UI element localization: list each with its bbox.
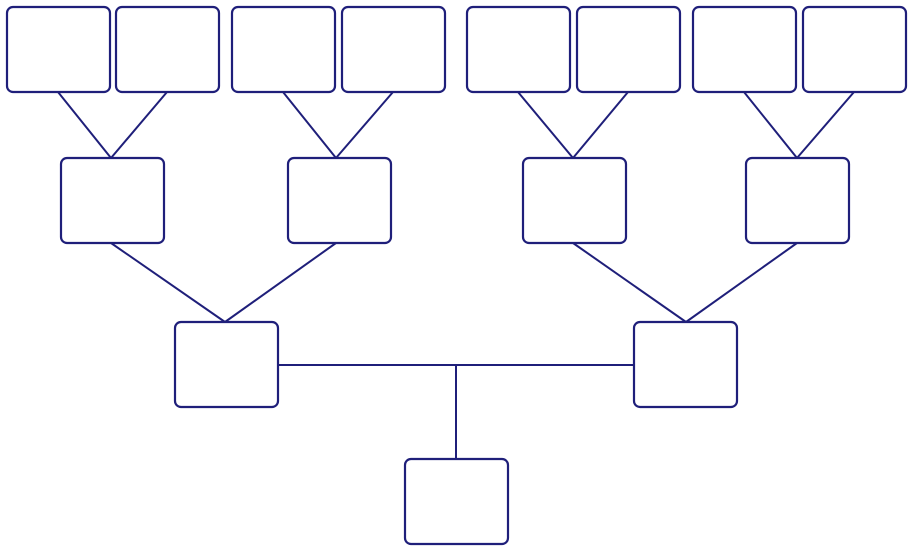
connector-line <box>743 91 798 159</box>
connector-line <box>110 91 168 159</box>
great-grandparent-box[interactable] <box>230 5 337 94</box>
great-grandparent-box[interactable] <box>801 5 908 94</box>
grandparent-box[interactable] <box>521 156 628 245</box>
connector-line <box>224 242 337 323</box>
great-grandparent-box[interactable] <box>691 5 798 94</box>
child-box[interactable] <box>403 457 510 546</box>
great-grandparent-box[interactable] <box>5 5 112 94</box>
connector-line <box>517 91 574 159</box>
generation-3-boxes <box>59 156 851 245</box>
connectors-generation-2 <box>276 364 635 460</box>
connector-line <box>572 91 629 159</box>
connector-line <box>572 242 687 323</box>
connector-line <box>335 91 394 159</box>
connectors-generation-3 <box>110 242 798 323</box>
grandparent-box[interactable] <box>744 156 851 245</box>
connectors-generation-4 <box>57 91 855 159</box>
generation-4-boxes <box>5 5 908 94</box>
parent-box[interactable] <box>173 320 280 409</box>
connector-line <box>796 91 855 159</box>
great-grandparent-box[interactable] <box>465 5 572 94</box>
connector-line <box>685 242 798 323</box>
parent-box[interactable] <box>632 320 739 409</box>
great-grandparent-box[interactable] <box>575 5 682 94</box>
great-grandparent-box[interactable] <box>340 5 447 94</box>
generation-1-boxes <box>403 457 510 546</box>
connector-line <box>282 91 337 159</box>
connector-line <box>110 242 226 323</box>
connector-line <box>57 91 112 159</box>
grandparent-box[interactable] <box>286 156 393 245</box>
grandparent-box[interactable] <box>59 156 166 245</box>
generation-2-boxes <box>173 320 739 409</box>
great-grandparent-box[interactable] <box>114 5 221 94</box>
